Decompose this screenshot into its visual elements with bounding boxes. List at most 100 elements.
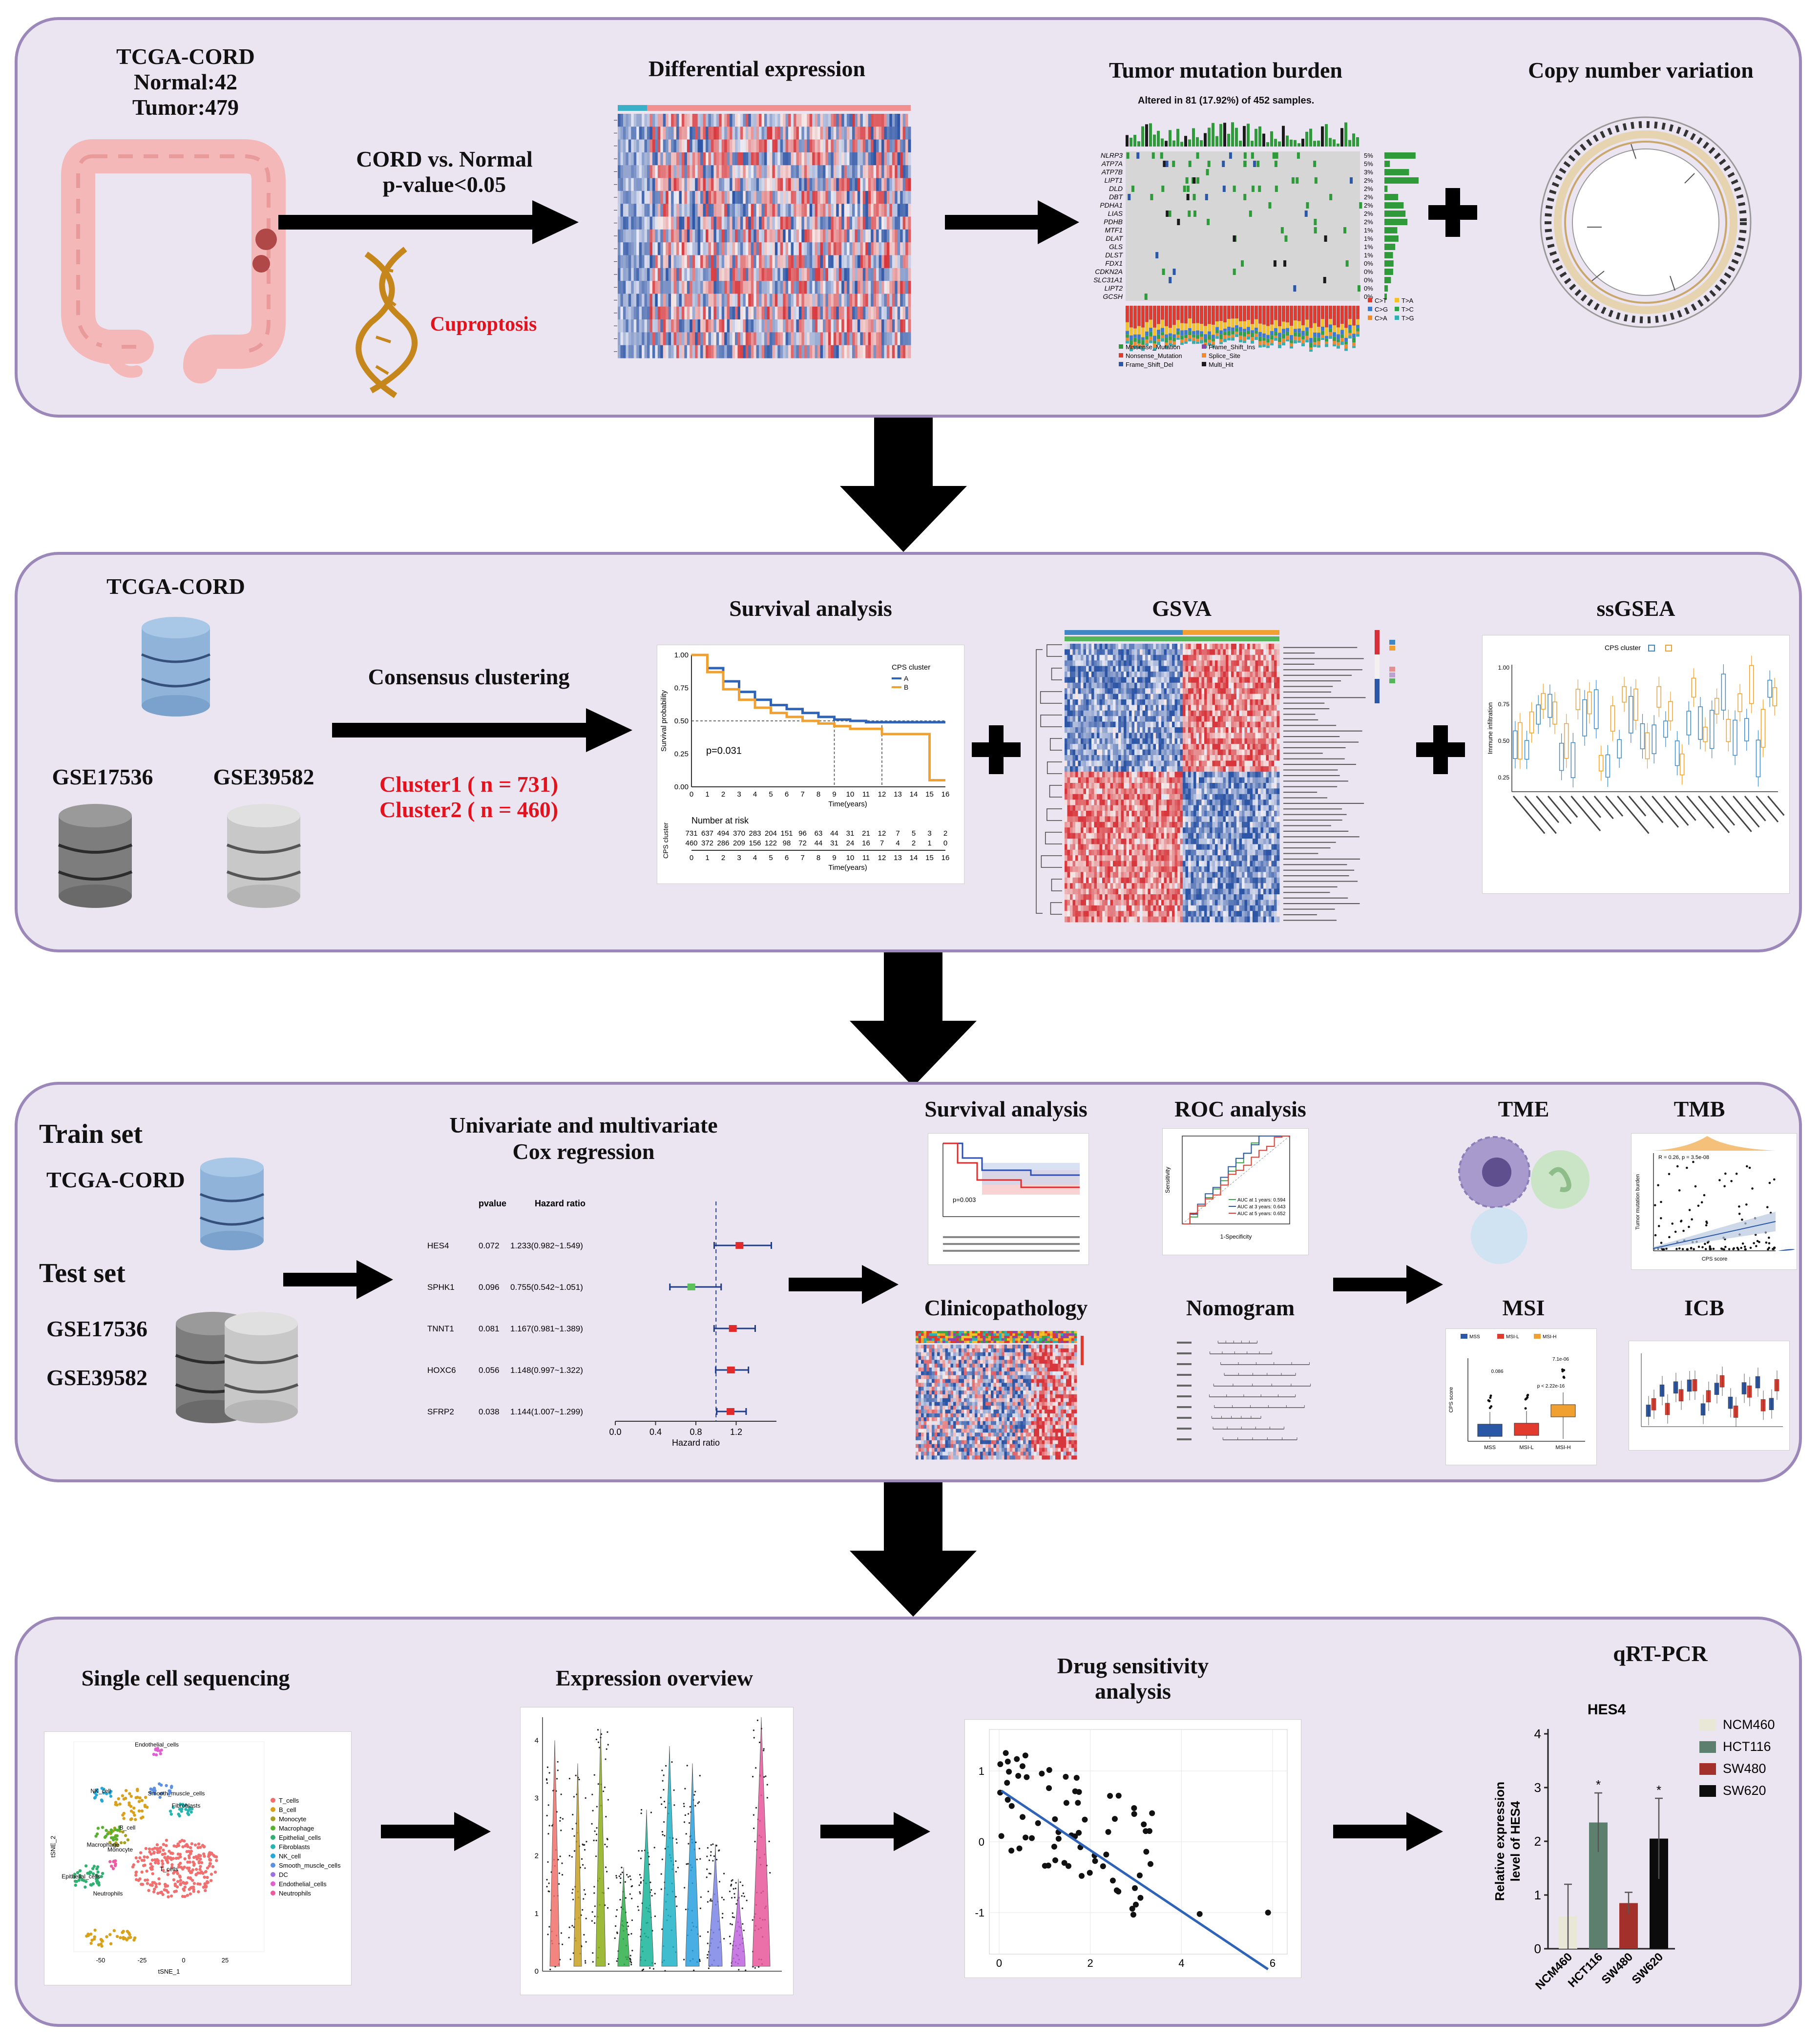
heatmap-cell <box>796 332 799 346</box>
gsva-cell <box>1220 760 1223 767</box>
oncoplot-mutation <box>1177 219 1180 225</box>
gsva-cell <box>1226 721 1229 728</box>
heatmap-cell <box>794 229 796 243</box>
heatmap-cell <box>780 281 783 294</box>
heatmap-cell <box>767 268 770 281</box>
oncoplot-legend-label: Frame_Shift_Ins <box>1209 343 1255 351</box>
gsva-cell <box>1172 716 1175 722</box>
gsva-cell <box>1131 654 1135 661</box>
heatmap-cell <box>886 294 890 307</box>
oncoplot-gene-label: DLST <box>1105 251 1123 259</box>
gsva-cell <box>1081 749 1084 756</box>
heatmap-cell <box>759 268 762 281</box>
heatmap-cell <box>849 152 853 166</box>
gsva-cell <box>1220 688 1223 694</box>
heatmap-cell <box>812 345 816 358</box>
heatmap-cell <box>796 139 799 153</box>
oncoplot-mutation <box>1324 235 1327 242</box>
heatmap-cell <box>881 126 884 140</box>
km-legend-b: B <box>904 683 908 691</box>
heatmap-cell <box>836 165 839 179</box>
gsva-cell <box>1210 654 1213 661</box>
gsva-cell <box>1158 721 1162 728</box>
heatmap-cell <box>895 229 898 243</box>
heatmap-cell <box>900 306 903 320</box>
heatmap-cell <box>812 332 816 346</box>
gsva-cell <box>1065 727 1067 733</box>
heatmap-cell <box>807 319 810 333</box>
heatmap-cell <box>817 281 821 294</box>
heatmap-cell <box>633 204 637 217</box>
gsva-cell <box>1075 744 1078 750</box>
gsva-cell <box>1115 688 1119 694</box>
heatmap-cell <box>871 216 874 230</box>
oncoplot-pct-label: 2% <box>1364 218 1373 226</box>
oncoplot-gene-label: MTF1 <box>1105 226 1123 234</box>
titv-bar <box>1340 306 1344 324</box>
heatmap-cell <box>663 178 666 191</box>
gsva-cell <box>1210 738 1213 744</box>
heatmap-cell <box>673 242 677 255</box>
heatmap-cell <box>908 139 911 153</box>
gsva-cell <box>1185 755 1189 761</box>
heatmap-cell <box>884 114 887 127</box>
heatmap-cell <box>633 281 637 294</box>
heatmap-cell <box>785 165 789 179</box>
heatmap-cell <box>804 204 807 217</box>
km-risk-a: 283 <box>749 829 761 838</box>
gsva-cell <box>1118 644 1121 650</box>
gsva-cell <box>1067 755 1070 761</box>
gsva-cell <box>1121 660 1124 666</box>
gsva-cell <box>1247 716 1250 722</box>
km-risk-b: 24 <box>846 839 855 847</box>
gsva-cell <box>1258 677 1261 683</box>
gsva-cell <box>1226 727 1229 733</box>
heatmap-cell <box>892 178 895 191</box>
tmb-top-bar <box>1348 140 1351 147</box>
gsva-cell <box>1255 760 1258 767</box>
gsva-cell <box>1065 716 1067 722</box>
gsva-cell <box>1247 777 1250 783</box>
gsva-cell <box>1097 649 1100 655</box>
heatmap-cell <box>809 204 813 217</box>
heatmap-cell <box>626 332 629 346</box>
gsva-cell <box>1239 699 1242 705</box>
heatmap-cell <box>876 345 879 358</box>
gsva-cell <box>1260 710 1264 716</box>
gsva-cell <box>1217 649 1221 655</box>
km-risk-b: 372 <box>701 839 713 847</box>
titv-bar <box>1145 336 1149 339</box>
gsva-cell <box>1258 783 1261 789</box>
gsva-cell <box>1231 749 1234 756</box>
heatmap-cell <box>663 190 666 204</box>
gsva-cell <box>1124 755 1127 761</box>
gsva-cell <box>1236 694 1239 700</box>
gsva-cell <box>1094 654 1097 661</box>
heatmap-cell <box>730 345 733 358</box>
heatmap-cell <box>644 242 648 255</box>
heatmap-cell <box>847 126 850 140</box>
heatmap-cell <box>908 306 911 320</box>
heatmap-cell <box>732 332 735 346</box>
heatmap-cell <box>724 190 728 204</box>
gsva-cell <box>1244 733 1248 739</box>
gsva-cell <box>1239 721 1242 728</box>
gsva-cell <box>1234 694 1237 700</box>
heatmap-cell <box>708 306 711 320</box>
gsva-cell <box>1234 710 1237 716</box>
gsva-cell <box>1137 710 1140 716</box>
heatmap-cell <box>756 242 759 255</box>
heatmap-cell <box>833 332 837 346</box>
heatmap-cell <box>730 126 733 140</box>
heatmap-cell <box>639 242 642 255</box>
heatmap-cell <box>647 281 650 294</box>
gsva-cell <box>1223 749 1226 756</box>
cohort-title: TCGA-CORD <box>116 44 255 69</box>
heatmap-cell <box>690 255 693 269</box>
heatmap-cell <box>652 165 655 179</box>
heatmap-cell <box>626 204 629 217</box>
tmb-top-bar <box>1212 123 1214 147</box>
gsva-cell <box>1231 766 1234 772</box>
oncoplot-mutation <box>1314 177 1318 184</box>
heatmap-cell <box>876 114 879 127</box>
